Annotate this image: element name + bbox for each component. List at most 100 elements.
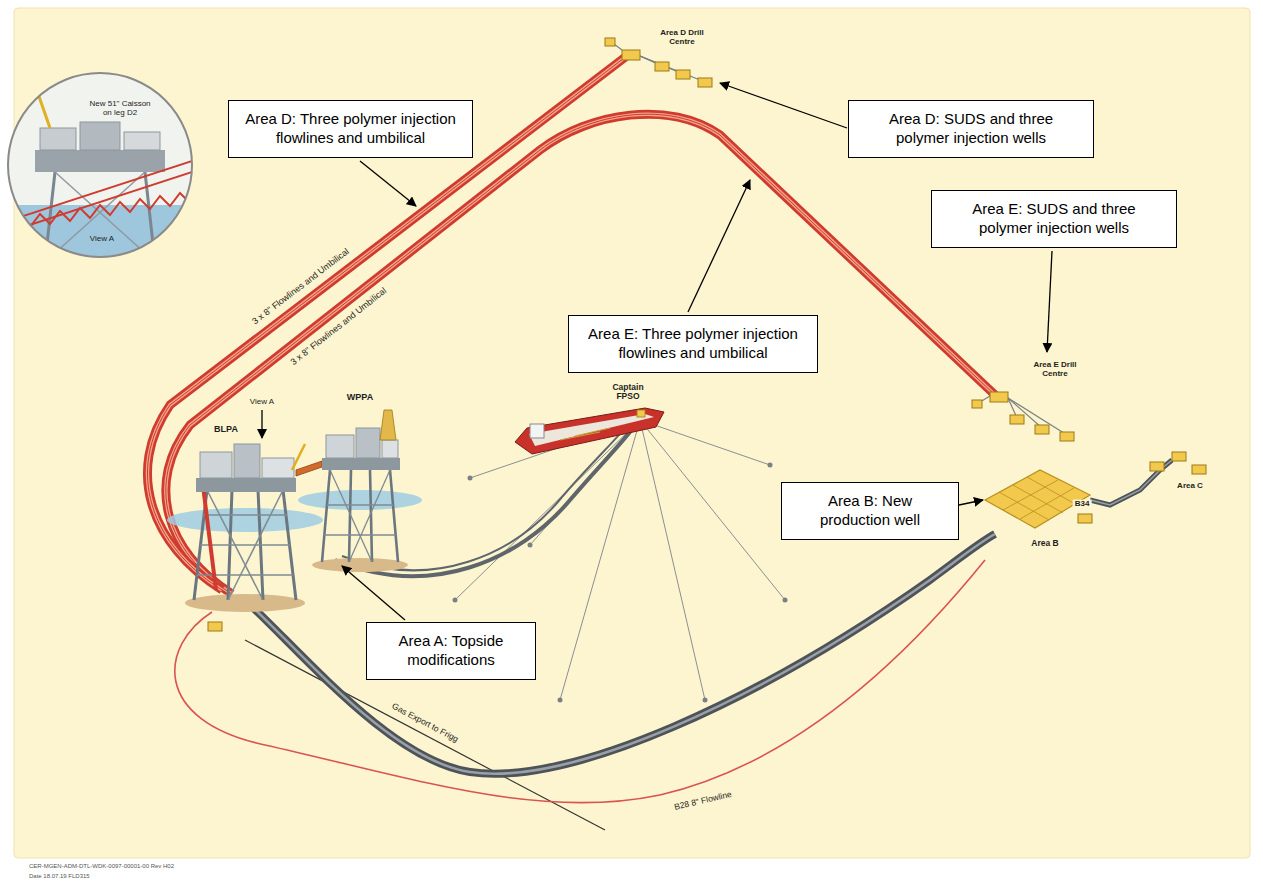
map-label: Gas Export to Frigg [388, 701, 461, 746]
blpa-platform-part [185, 594, 305, 612]
anchor-points-part [768, 463, 773, 468]
blpa-platform-part [200, 452, 232, 478]
map-label: B28 8" Flowline [671, 789, 734, 812]
map-label: Area D Drill Centre [657, 29, 707, 47]
area-d-flowline-bundle-part [147, 55, 628, 590]
view-a-inset-part-part-part [10, 193, 190, 230]
view-a-inset-part-part [0, 205, 200, 275]
map-label: Area C [1175, 482, 1205, 491]
area-b-template [985, 470, 1092, 528]
blpa-platform-part-part [203, 514, 287, 516]
callout-text: Area E: Three polymer injection flowline… [581, 325, 806, 363]
area-e-drill-centre [972, 392, 1074, 441]
wppa-platform-part-part [349, 470, 390, 562]
callout-arrows-part [342, 566, 405, 620]
map-label: Captain FPSO [606, 383, 650, 402]
blpa-platform-part-part [228, 490, 283, 600]
area-e-drill-centre-part [990, 392, 1008, 402]
mooring-lines-part [640, 420, 785, 600]
blpa-platform [167, 444, 323, 631]
view-a-inset-part-part [40, 128, 76, 150]
view-a-inset-part-part [5, 160, 198, 232]
wppa-platform-part-part [330, 470, 372, 562]
area-e-flowline-bundle-part [166, 114, 995, 594]
blpa-platform-part [167, 508, 323, 532]
fpso-vessel-part-part [560, 432, 600, 440]
callout-text: Area D: Three polymer injection flowline… [238, 110, 463, 148]
view-a-inset-part [0, 85, 200, 275]
map-label: New 51" Caisson on leg D2 [83, 100, 157, 118]
wppa-platform-part [312, 558, 408, 572]
callout-arrows-part [688, 180, 750, 312]
map-label: 3 x 8" Flowlines and Umbilical [288, 285, 391, 369]
anchor-points-part [703, 698, 708, 703]
background-panel [14, 8, 1250, 858]
area-e-drill-centre-part-part [1008, 398, 1067, 435]
anchor-points-part [453, 598, 458, 603]
callout-box: Area B: New production well [781, 482, 959, 540]
wppa-platform-part-part [327, 504, 393, 505]
callout-box: Area D: SUDS and three polymer injection… [848, 100, 1094, 158]
area-b-template-part-part [1003, 480, 1058, 510]
fpso-vessel-part [560, 428, 610, 440]
area-d-flowline-bundle [147, 55, 628, 590]
wppa-platform-part [298, 490, 422, 510]
area-b-template-part-part [1020, 488, 1074, 519]
area-d-flowline-bundle-part [147, 55, 628, 590]
view-a-inset-part-part [35, 85, 50, 128]
blpa-platform-part [202, 478, 216, 590]
blpa-platform-part-part [200, 544, 290, 546]
production-bundle [245, 460, 1172, 774]
map-label: BLPA [212, 425, 240, 435]
callout-arrows-part [261, 410, 262, 438]
callout-text: Area D: SUDS and three polymer injection… [871, 110, 1071, 148]
fpso-vessel-part-part [575, 428, 610, 436]
area-d-drill-centre-part [676, 70, 690, 79]
map-label: 3 x 8" Flowlines and Umbilical [249, 246, 353, 329]
anchor-points-part [528, 543, 533, 548]
drawing-reference: CER-MGEN-ADM-DTL-WDK-0097-00001-00 Rev H… [27, 863, 176, 870]
view-a-inset-part-part [80, 122, 120, 150]
area-c-structures-part [1192, 465, 1206, 474]
callout-box: Area E: Three polymer injection flowline… [568, 315, 818, 373]
blpa-platform-part [208, 622, 222, 631]
area-e-drill-centre-part [1060, 432, 1074, 441]
map-label: B34 [1073, 500, 1092, 509]
callout-box: Area A: Topside modifications [366, 622, 536, 680]
area-c-structures [1150, 452, 1206, 474]
wppa-platform-part-part [370, 470, 372, 562]
bridge-link-part [296, 461, 322, 476]
area-e-drill-centre-part [972, 400, 982, 408]
area-d-drill-centre-part [698, 78, 712, 87]
production-bundle-part [245, 534, 995, 774]
area-e-drill-centre-part-part [1008, 398, 1042, 428]
wppa-platform-part [324, 470, 396, 562]
view-a-inset-part [8, 73, 192, 257]
wppa-platform-part [380, 410, 396, 440]
area-d-flowline-bundle-part [147, 55, 628, 590]
fpso-vessel-part [529, 414, 654, 446]
blpa-platform-part [196, 478, 296, 492]
map-label: View A [248, 398, 276, 407]
area-e-drill-centre-part [1010, 415, 1024, 424]
map-label: Area B [1029, 539, 1060, 548]
drawing-date: Date 18.07.19 FLD315 [27, 873, 92, 880]
fpso-vessel-part [515, 408, 664, 454]
anchor-points-part [558, 698, 563, 703]
mooring-lines-part [560, 420, 640, 700]
view-a-inset-part-part-part [8, 170, 198, 232]
callout-box: Area E: SUDS and three polymer injection… [931, 190, 1177, 248]
area-e-flowline-bundle [166, 114, 995, 594]
view-a-inset [0, 73, 200, 275]
fpso-vessel-part [637, 410, 645, 417]
area-d-drill-centre-part [655, 62, 669, 71]
wppa-platform-part-part [322, 470, 330, 562]
callout-box: Area D: Three polymer injection flowline… [228, 100, 473, 158]
area-d-drill-centre-part [622, 50, 640, 60]
area-e-flowline-bundle-part [166, 114, 995, 594]
callout-text: Area A: Topside modifications [381, 632, 521, 670]
wppa-platform-part-part [390, 470, 398, 562]
mooring-lines-part [640, 420, 770, 465]
blpa-platform-part [262, 458, 294, 478]
production-bundle-part [1090, 460, 1172, 505]
